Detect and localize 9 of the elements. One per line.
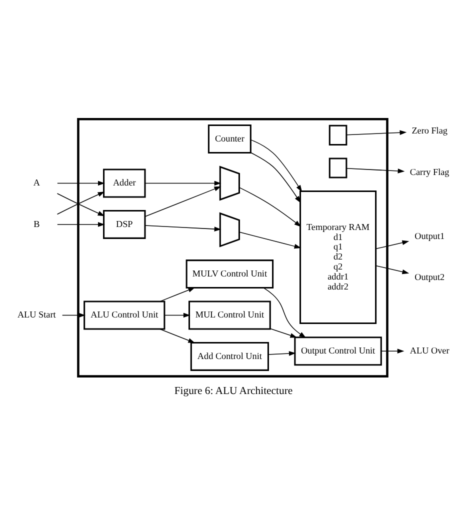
node-text: A bbox=[33, 178, 40, 188]
node-text: ALU Over bbox=[410, 345, 450, 356]
node-text: Carry Flag bbox=[410, 166, 450, 177]
caption: Figure 6: ALU Architecture bbox=[174, 384, 293, 397]
node-text: Zero Flag bbox=[412, 126, 448, 136]
node-text: Output1 bbox=[414, 231, 445, 242]
node-text: Output2 bbox=[414, 272, 445, 282]
node-text: B bbox=[34, 218, 40, 229]
node-text: ALU Start bbox=[17, 310, 56, 320]
